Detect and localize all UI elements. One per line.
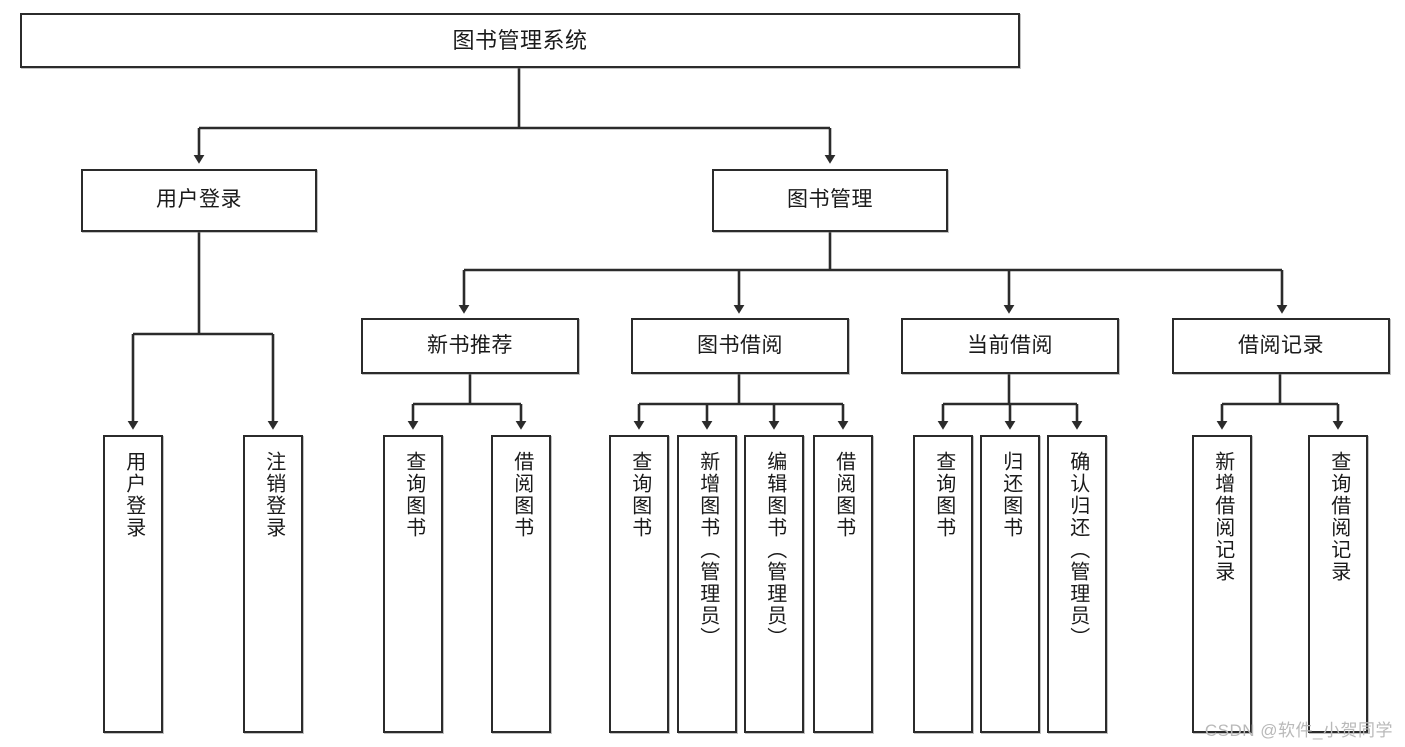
- node-label: 图书管理: [787, 188, 873, 212]
- node-leaf-logout-login[interactable]: 注销登录: [243, 435, 303, 733]
- node-label: 新增图书（管理员）: [696, 451, 719, 649]
- node-current-borrow[interactable]: 当前借阅: [901, 318, 1119, 374]
- node-label: 用户登录: [156, 188, 242, 212]
- node-leaf-user-login[interactable]: 用户登录: [103, 435, 163, 733]
- node-leaf-add-book[interactable]: 新增图书（管理员）: [677, 435, 737, 733]
- node-label: 确认归还（管理员）: [1066, 451, 1089, 649]
- node-label: 新书推荐: [427, 333, 513, 357]
- node-user-login[interactable]: 用户登录: [81, 169, 317, 232]
- node-leaf-query-record[interactable]: 查询借阅记录: [1308, 435, 1368, 733]
- node-label: 查询图书: [628, 451, 651, 539]
- node-label: 当前借阅: [967, 333, 1053, 357]
- node-label: 用户登录: [122, 451, 145, 539]
- node-label: 查询图书: [932, 451, 955, 539]
- node-leaf-borrow-book-1[interactable]: 借阅图书: [491, 435, 551, 733]
- node-label: 图书借阅: [697, 333, 783, 357]
- node-leaf-query-book-2[interactable]: 查询图书: [609, 435, 669, 733]
- node-leaf-query-book-1[interactable]: 查询图书: [383, 435, 443, 733]
- node-label: 查询图书: [402, 451, 425, 539]
- node-leaf-return-book[interactable]: 归还图书: [980, 435, 1040, 733]
- node-leaf-confirm-return[interactable]: 确认归还（管理员）: [1047, 435, 1107, 733]
- node-borrow-record[interactable]: 借阅记录: [1172, 318, 1390, 374]
- node-label: 借阅图书: [832, 451, 855, 539]
- node-book-management[interactable]: 图书管理: [712, 169, 948, 232]
- node-label: 借阅图书: [510, 451, 533, 539]
- node-root-book-management-system[interactable]: 图书管理系统: [20, 13, 1020, 68]
- node-label: 图书管理系统: [452, 27, 588, 53]
- node-new-book-recommend[interactable]: 新书推荐: [361, 318, 579, 374]
- node-book-borrow[interactable]: 图书借阅: [631, 318, 849, 374]
- node-label: 编辑图书（管理员）: [763, 451, 786, 649]
- node-leaf-edit-book[interactable]: 编辑图书（管理员）: [744, 435, 804, 733]
- node-label: 注销登录: [262, 451, 285, 539]
- node-label: 归还图书: [999, 451, 1022, 539]
- node-leaf-borrow-book-2[interactable]: 借阅图书: [813, 435, 873, 733]
- node-leaf-add-record[interactable]: 新增借阅记录: [1192, 435, 1252, 733]
- watermark: CSDN @软件_小贺同学: [1204, 721, 1393, 740]
- node-label: 新增借阅记录: [1211, 451, 1234, 583]
- node-label: 查询借阅记录: [1327, 451, 1350, 583]
- node-leaf-query-book-3[interactable]: 查询图书: [913, 435, 973, 733]
- node-label: 借阅记录: [1238, 333, 1324, 357]
